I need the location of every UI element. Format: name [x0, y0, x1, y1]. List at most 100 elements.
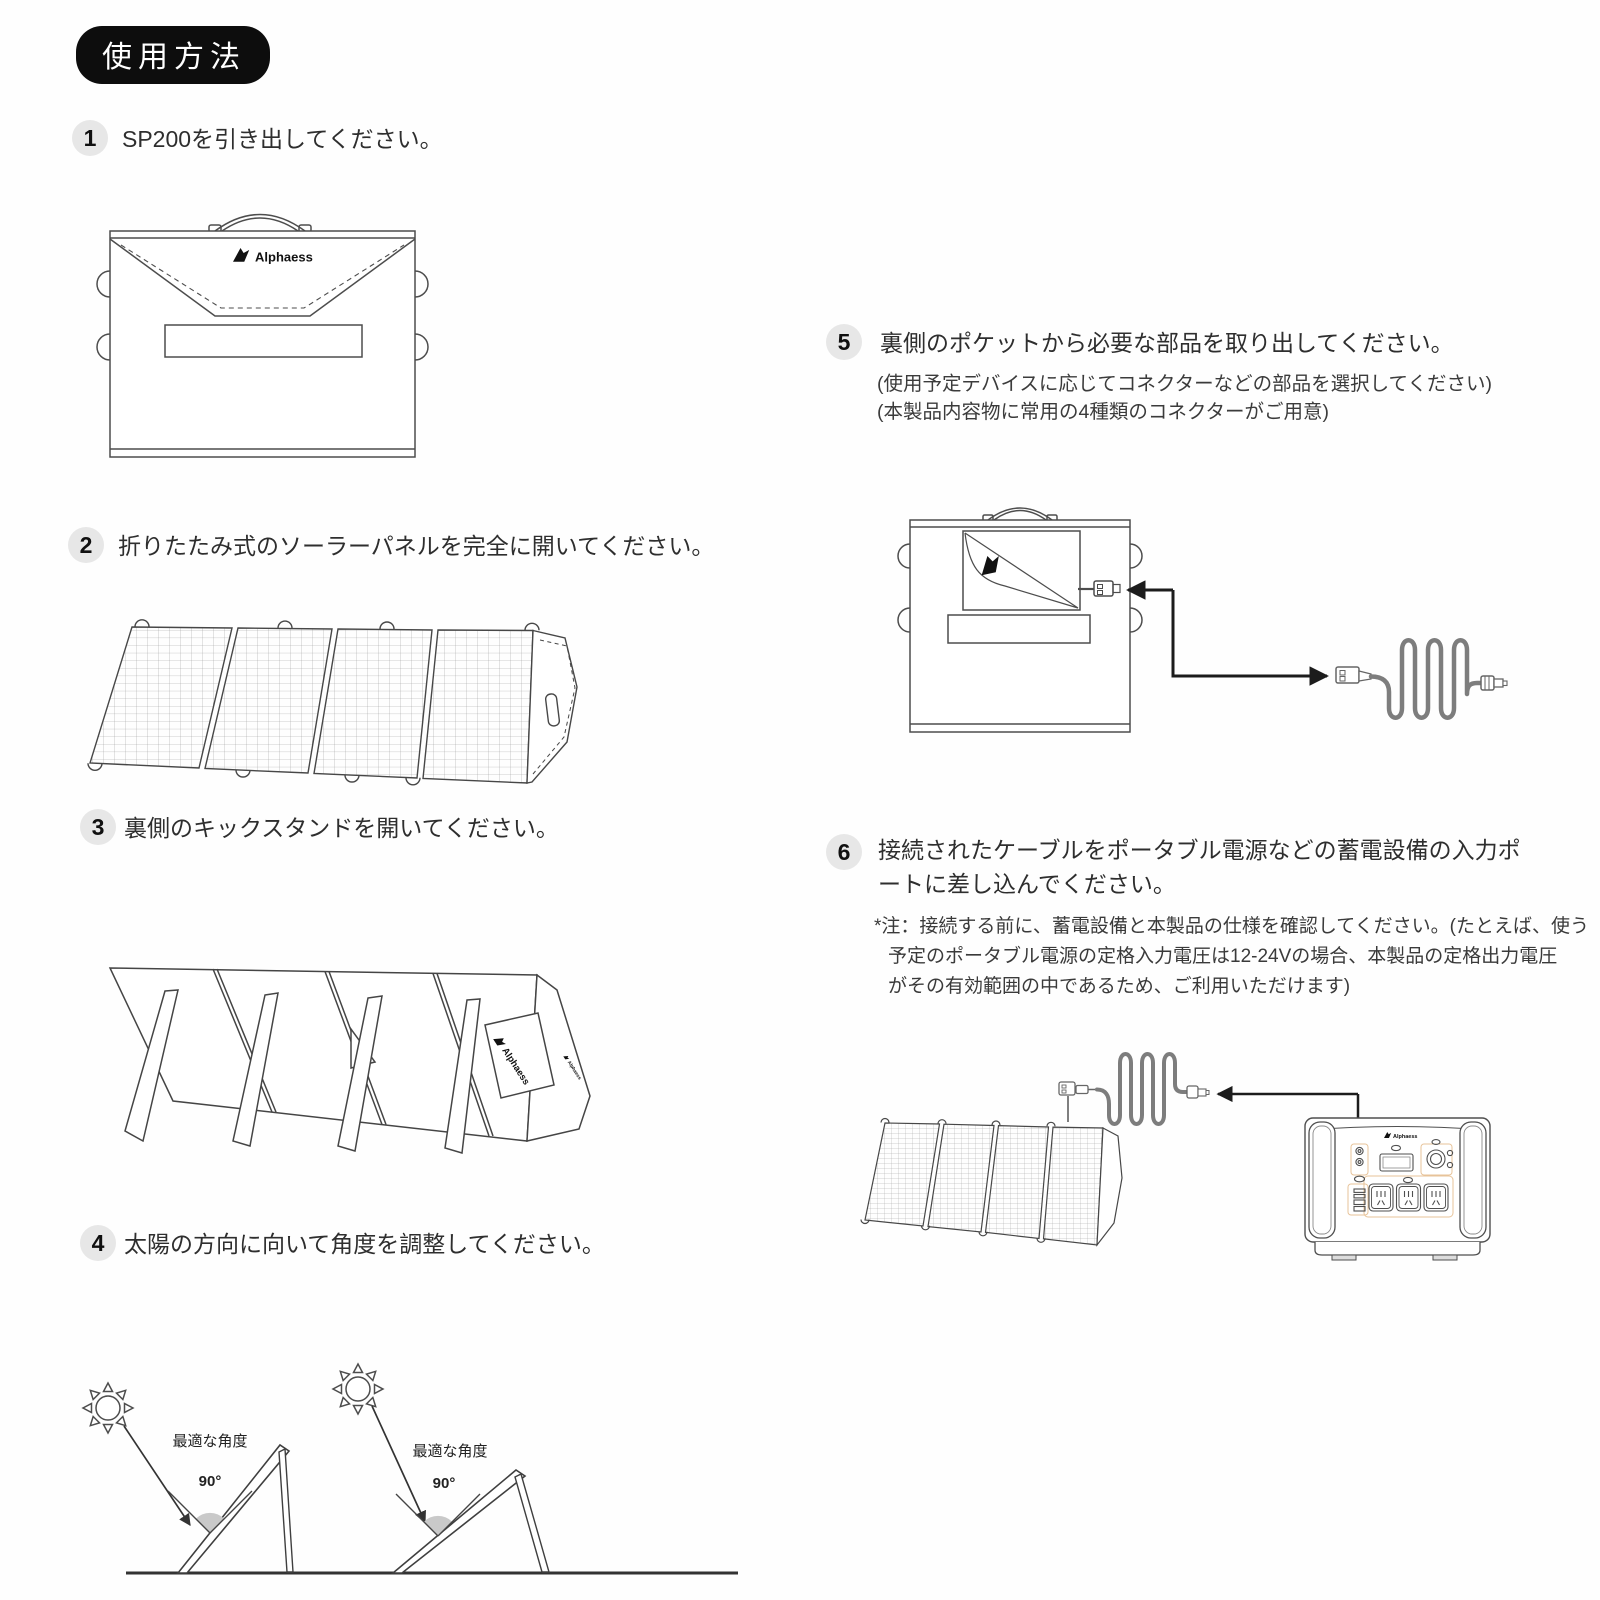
dc-input-port: [1355, 1146, 1364, 1156]
side-loop: [897, 543, 911, 569]
panel-cell: [1042, 1126, 1104, 1246]
ac-button: [1402, 1176, 1414, 1184]
brand-logo-text: Alphaess: [255, 250, 313, 265]
sun-ray-arrow-icon: [123, 1425, 191, 1526]
kickstand-leg: [232, 992, 279, 1147]
step-1-number: 1: [72, 120, 108, 156]
kickstand-leg: [337, 995, 383, 1152]
pocket-window: [962, 530, 1081, 611]
handle-icon: [987, 507, 1053, 521]
step-2-text: 折りたたみ式のソーラーパネルを完全に開いてください。: [118, 533, 715, 559]
indicator-light: [1431, 1139, 1441, 1145]
step-3-number: 3: [80, 809, 116, 845]
side-loop: [1129, 607, 1143, 633]
ac-outlet: [1423, 1183, 1449, 1212]
ac-outlets: [1368, 1183, 1449, 1212]
side-loop: [414, 270, 429, 298]
power-button: [1353, 1175, 1366, 1183]
illustration-kickstand: Alphaess Alphaess: [108, 967, 591, 1154]
folded-panel-back: [897, 507, 1143, 733]
brand-logo-icon: [981, 556, 999, 576]
flow-arrow-icon: [1126, 580, 1329, 686]
cable-assembly: [1335, 638, 1508, 720]
brand-logo-icon: [1384, 1132, 1392, 1139]
step-6-note-line-3: がその有効範囲の中であるため、ご利用いただけます): [888, 976, 1351, 997]
connector-plug: [1093, 580, 1114, 597]
illustration-sun-angle: 最適な角度 90° 最適な角度 90°: [81, 1362, 738, 1575]
flap-slot: [544, 693, 561, 727]
dc-plug: [1186, 1085, 1199, 1099]
ac-outlet: [1395, 1183, 1422, 1212]
panel-leg: [278, 1447, 294, 1573]
brand-logo-icon: [233, 248, 250, 262]
brand-logo-icon: [563, 1056, 570, 1060]
step-5-text: 裏側のポケットから必要な部品を取り出してください。: [880, 330, 1454, 356]
usb-port: [1353, 1199, 1366, 1206]
dc-plug: [1480, 675, 1495, 691]
side-loop: [414, 333, 429, 361]
brand-logo-text: Alphaess: [1393, 1134, 1417, 1140]
step-5-number: 5: [826, 324, 862, 360]
panel-leg: [514, 1472, 550, 1573]
flap-edge: [109, 238, 416, 317]
dial-button: [1446, 1161, 1454, 1169]
brand-logo: Alphaess: [233, 248, 313, 265]
solar-panel-drawing: [860, 1117, 1123, 1247]
station-foot: [1432, 1254, 1458, 1261]
connector-plug: [1058, 1081, 1076, 1096]
port-highlights: [1347, 1143, 1454, 1218]
sun-icon: [81, 1381, 135, 1435]
illustration-folded-panel: Alphaess: [96, 213, 429, 458]
angle-label: 最適な角度: [412, 1442, 487, 1460]
usb-port: [1353, 1193, 1366, 1199]
label-patch: [947, 614, 1091, 644]
coiled-cable: [1095, 1052, 1189, 1126]
illustration-open-panel: [87, 619, 578, 786]
panel-cell: [313, 628, 433, 779]
panel-cell: [204, 627, 333, 774]
connector-plug: [1075, 1084, 1089, 1095]
brand-logo-icon: [493, 1038, 506, 1046]
panel-side-view: [390, 1469, 527, 1574]
ac-outlet: [1368, 1183, 1394, 1212]
panel-cell: [864, 1122, 941, 1227]
station-handle: [1459, 1121, 1487, 1239]
panel-cell: [927, 1123, 995, 1233]
step-6-note-line-2: 予定のポータブル電源の定格入力電圧は12-24Vの場合、本製品の定格出力電圧: [888, 946, 1558, 967]
step-4-text: 太陽の方向に向いて角度を調整してください。: [124, 1231, 605, 1257]
station-foot: [1331, 1254, 1357, 1261]
sun-icon: [331, 1362, 385, 1416]
illustration-pocket-cable: [897, 507, 1508, 733]
station-handle: [1308, 1121, 1336, 1239]
control-dial: [1426, 1149, 1446, 1169]
side-loop: [1129, 543, 1143, 569]
cable-assembly: [1058, 1052, 1210, 1126]
brand-logo: Alphaess: [1384, 1132, 1417, 1140]
connector-plug: [1335, 666, 1360, 684]
coiled-cable: [1368, 638, 1484, 720]
side-loop: [897, 607, 911, 633]
kickstand-leg: [124, 989, 179, 1143]
step-1-text: SP200を引き出してください。: [122, 126, 443, 152]
angle-wedge: [423, 1515, 453, 1536]
angle-value: 90°: [199, 1473, 222, 1490]
panel-body: [109, 230, 416, 458]
solar-panel-drawing: [87, 619, 578, 786]
usb-port: [1353, 1205, 1366, 1212]
dial-button: [1446, 1149, 1454, 1157]
sun-ray-arrow-icon: [371, 1405, 426, 1524]
page-title: 使用方法: [76, 26, 270, 84]
dc-input-port: [1355, 1157, 1364, 1167]
panel-cell: [89, 626, 233, 769]
panel-cell: [422, 629, 534, 784]
step-6-note-line-1: *注：接続する前に、蓄電設備と本製品の仕様を確認してください。(たとえば、使う: [874, 916, 1590, 937]
side-flap: [1096, 1127, 1123, 1247]
logo-patch: [484, 1012, 555, 1099]
indicator-light: [1390, 1144, 1402, 1152]
step-2-number: 2: [68, 527, 104, 563]
handle-icon: [214, 213, 306, 232]
kickstand-leg: [444, 998, 481, 1154]
angle-value: 90°: [433, 1475, 456, 1492]
side-flap: [526, 973, 591, 1142]
